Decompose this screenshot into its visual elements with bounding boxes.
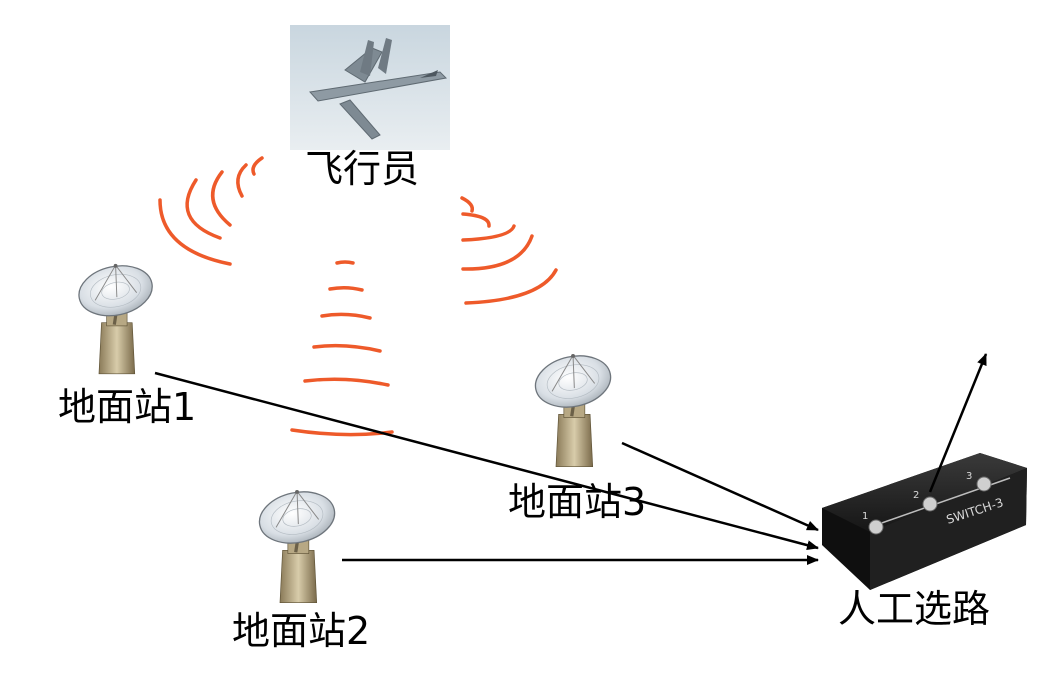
- footswitch-number-2: 2: [913, 490, 919, 501]
- ground-station-3-antenna: [531, 349, 616, 466]
- ground-station-1-label: 地面站1: [58, 385, 197, 429]
- footswitch-number-1: 1: [862, 511, 868, 522]
- footswitch-buttons: [868, 476, 992, 535]
- footswitch-number-3: 3: [966, 471, 972, 482]
- arrow-switch-output: [928, 353, 988, 493]
- connection-arrows: [154, 353, 988, 565]
- arrow-gs3-to-switch: [621, 441, 819, 532]
- signal-waves: [158, 156, 558, 437]
- pilot-label: 飞行员: [305, 147, 420, 191]
- ground-station-1-antenna: [74, 259, 157, 374]
- ground-station-2-antenna: [255, 485, 340, 602]
- fighter-jet-image: [290, 25, 450, 150]
- manual-route-label: 人工选路: [838, 587, 991, 631]
- ground-station-2-label: 地面站2: [232, 609, 371, 653]
- switch-3-footswitch: SWITCH-3 1 2 3: [822, 453, 1027, 590]
- arrow-gs1-to-switch: [154, 371, 819, 551]
- ground-station-3-label: 地面站3: [508, 480, 647, 524]
